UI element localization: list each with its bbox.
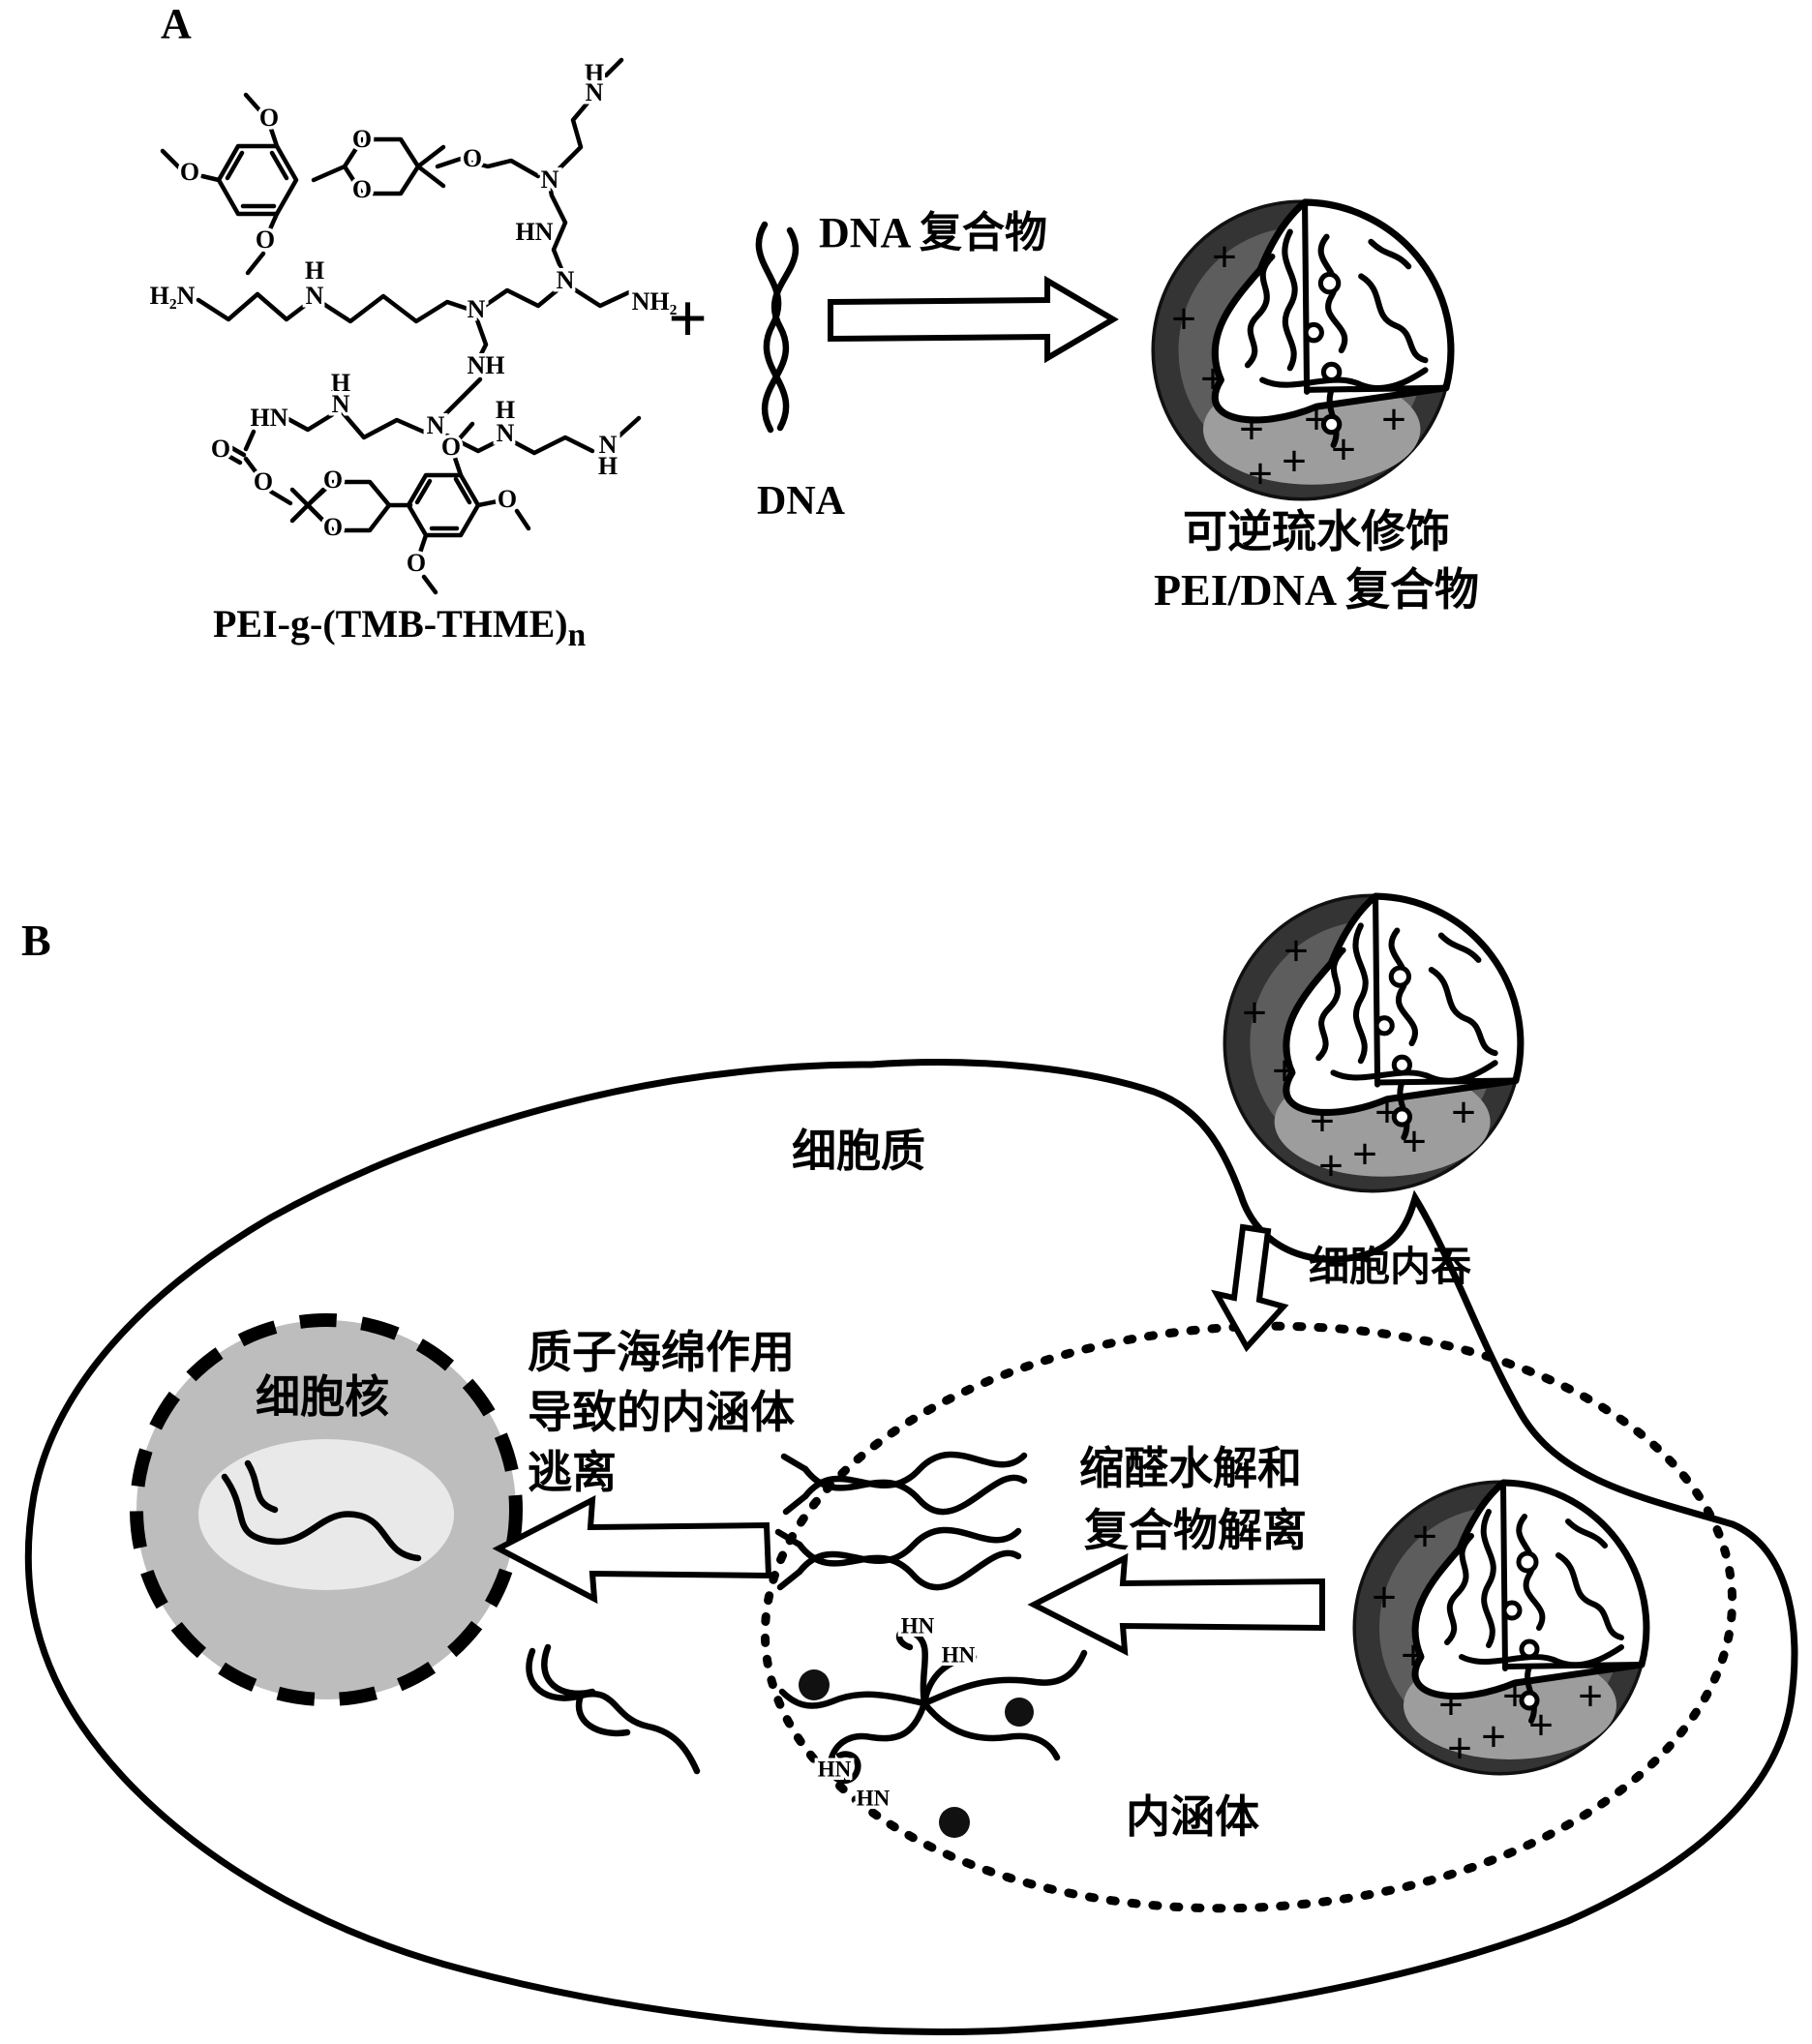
atom-label: N	[497, 419, 515, 447]
hydrolysis-caption-line1: 缩醛水解和	[1079, 1444, 1302, 1493]
atom-label: O	[407, 549, 426, 577]
product-caption-line1: 可逆琉水修饰	[1183, 507, 1450, 556]
atom-label: NH₂	[632, 287, 678, 316]
charge-symbol: +	[1451, 1088, 1476, 1137]
atom-label: O	[254, 467, 273, 496]
atom-label: N	[557, 266, 575, 294]
endocytosis-label: 细胞内吞	[1309, 1246, 1472, 1290]
charge-symbols-membrane-particle: +++++++++	[1242, 926, 1476, 1190]
charge-symbol: +	[1304, 395, 1329, 444]
atom-label: N	[541, 165, 559, 194]
charge-symbol: +	[1438, 1680, 1464, 1729]
hn-label: HN	[901, 1613, 935, 1638]
degraded-polymer	[778, 1627, 1088, 1785]
atom-label: O	[323, 466, 343, 494]
atom-label: H	[305, 256, 324, 285]
reaction-arrow	[828, 275, 1119, 364]
charge-symbols-endosome-particle: +++++++++	[1372, 1512, 1603, 1773]
atom-label: O	[441, 433, 461, 461]
hn-label: HN	[857, 1786, 891, 1810]
escape-caption-line2: 导致的内涵体	[528, 1388, 795, 1437]
atom-label: O	[256, 225, 275, 254]
charge-symbol: +	[1528, 1700, 1554, 1750]
charge-symbol: +	[1412, 1512, 1437, 1561]
atom-label: H₂N	[150, 282, 196, 310]
atom-label: HN	[516, 218, 554, 246]
charge-symbol: +	[1272, 1046, 1297, 1096]
atom-label: O	[352, 175, 372, 203]
charge-symbol: +	[1248, 449, 1273, 498]
released-dna-squiggles	[774, 1451, 1028, 1591]
charge-symbol: +	[1481, 1712, 1506, 1761]
hydrolysis-arrow	[1027, 1552, 1325, 1657]
charge-symbol: +	[1212, 232, 1237, 282]
chemical-structure	[160, 57, 642, 595]
atom-label: H	[331, 369, 350, 397]
escape-caption-line1: 质子海绵作用	[528, 1328, 795, 1377]
charge-symbol: +	[1372, 1573, 1397, 1622]
atom-label: O	[352, 125, 372, 153]
charge-symbol: +	[1331, 425, 1356, 474]
cytoplasm-dna-squiggle	[526, 1643, 701, 1775]
hydrolysis-caption-line2: 复合物解离	[1084, 1506, 1307, 1555]
dna-helix-icon	[755, 221, 800, 434]
atom-label: N	[468, 295, 486, 323]
escape-caption-line3: 逃离	[528, 1448, 617, 1497]
charge-symbol: +	[1284, 926, 1309, 976]
charge-symbol: +	[1171, 294, 1196, 344]
structure-caption-subscript: n	[567, 617, 587, 653]
structure-caption: PEI-g-(TMB-THME)n	[213, 602, 586, 654]
atom-label: NH	[468, 351, 505, 379]
nucleus	[130, 1313, 523, 1706]
atom-label: H	[585, 59, 604, 87]
structure-caption-main: PEI-g-(TMB-THME)	[213, 602, 568, 646]
atom-label: O	[463, 144, 482, 172]
atom-label: N	[306, 282, 324, 310]
charge-symbol: +	[1282, 436, 1307, 486]
charge-symbol: +	[1352, 1129, 1377, 1179]
charge-symbol: +	[1242, 988, 1267, 1037]
nucleus-label: 细胞核	[256, 1372, 389, 1422]
plus-sign: +	[668, 280, 709, 357]
panel-a-label: A	[161, 0, 192, 47]
cytoplasm-label: 细胞质	[792, 1127, 925, 1176]
atom-label: O	[211, 435, 230, 463]
atom-label: O	[498, 485, 517, 513]
charge-symbol: +	[1239, 405, 1264, 454]
counter-ion-dots	[799, 1669, 1034, 1838]
atom-label: N	[586, 78, 604, 106]
charge-symbol: +	[1402, 1117, 1427, 1166]
charge-symbol: +	[1447, 1724, 1472, 1773]
charge-symbol: +	[1200, 354, 1225, 404]
atom-label: HN	[251, 404, 288, 432]
hn-label: HN	[942, 1642, 976, 1667]
atom-label: H	[598, 452, 618, 480]
dna-caption: DNA	[757, 479, 845, 524]
charge-symbol: +	[1502, 1671, 1527, 1721]
charge-symbol: +	[1578, 1671, 1603, 1721]
charge-symbol: +	[1318, 1141, 1344, 1190]
atom-label: N	[599, 431, 618, 459]
charge-symbol: +	[1310, 1097, 1335, 1146]
charge-symbol: +	[1374, 1088, 1400, 1137]
atom-label: O	[259, 104, 279, 132]
atom-label: O	[323, 513, 343, 541]
endosome-label: 内涵体	[1126, 1792, 1259, 1842]
product-caption-line2: PEI/DNA 复合物	[1153, 565, 1480, 615]
endosome-escape-arrow	[492, 1494, 772, 1605]
hn-label: HN	[818, 1757, 852, 1781]
atom-label: H	[496, 396, 515, 424]
charge-symbols-product: +++++++++	[1171, 232, 1406, 498]
atom-label: O	[180, 158, 199, 186]
reaction-arrow-caption: DNA 复合物	[819, 209, 1047, 256]
atom-label: N	[427, 411, 445, 439]
charge-symbol: +	[1381, 395, 1406, 444]
atom-label: N	[332, 390, 350, 418]
charge-symbol: +	[1401, 1631, 1426, 1680]
panel-b-label: B	[21, 916, 51, 965]
endocytosis-arrow	[1211, 1223, 1289, 1353]
